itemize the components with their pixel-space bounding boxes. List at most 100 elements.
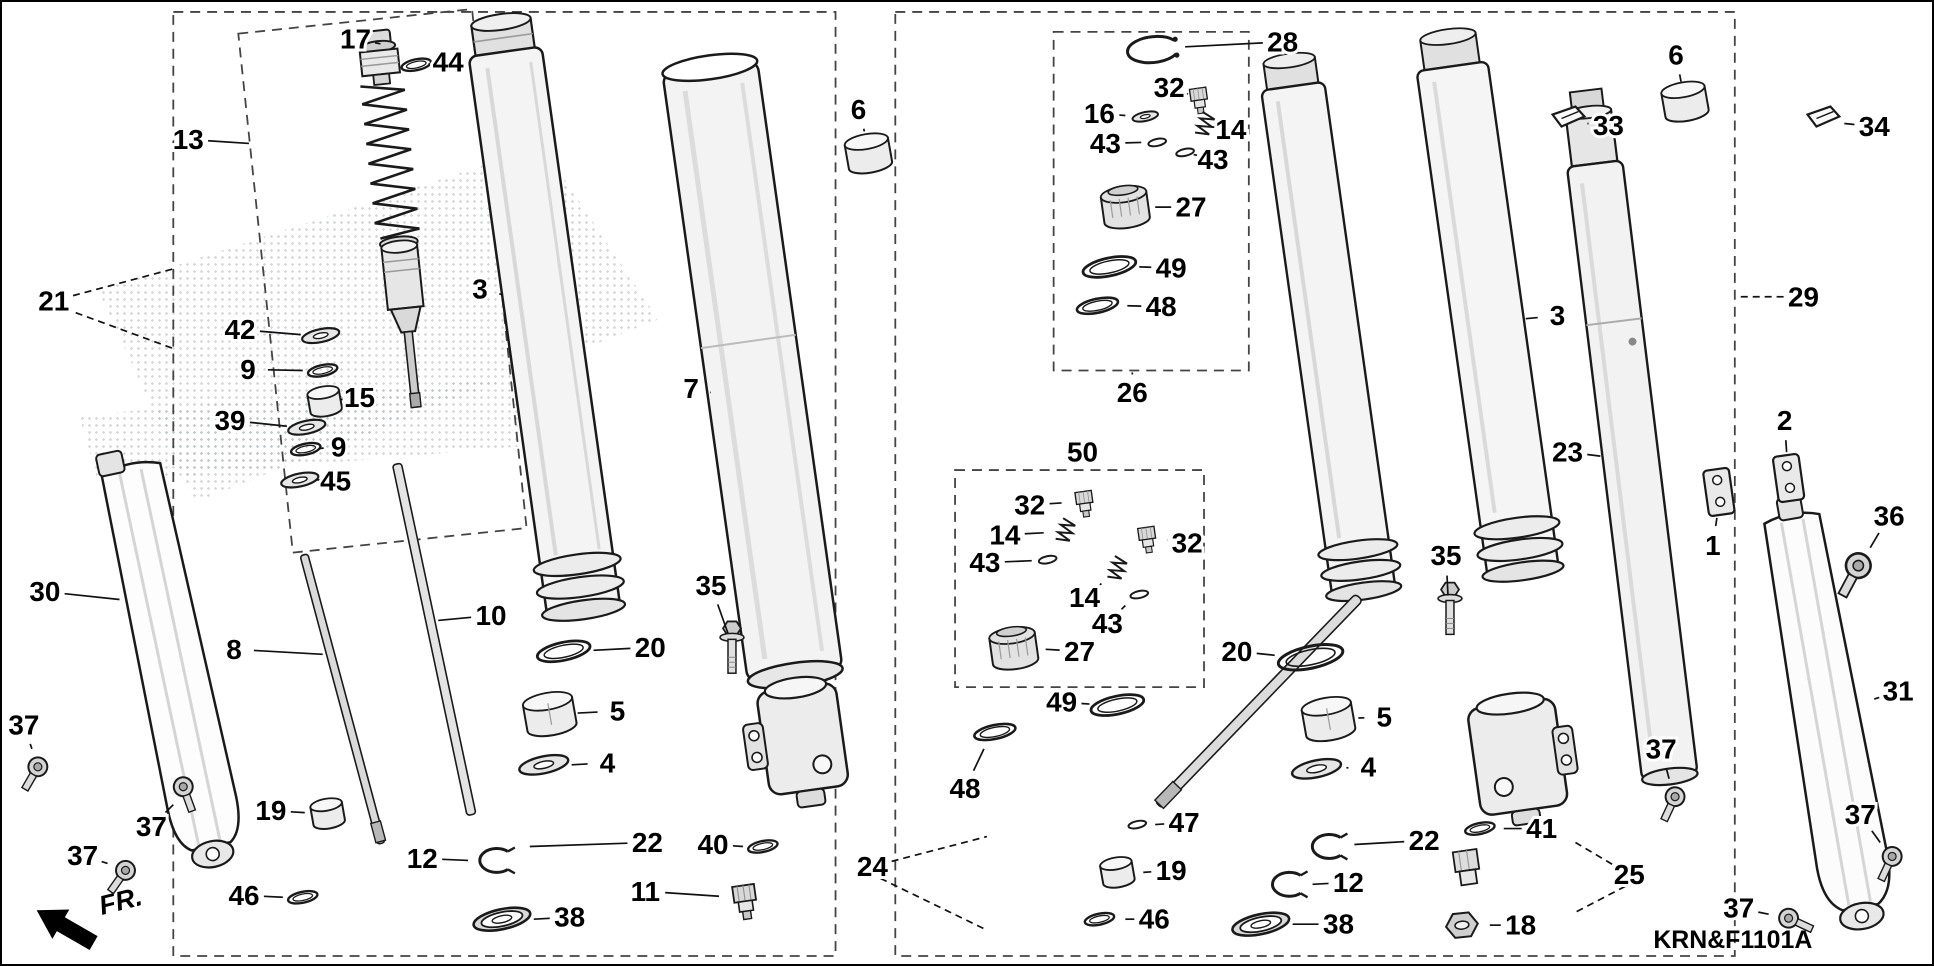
callout-22[interactable]: 22 xyxy=(629,824,666,861)
callout-38[interactable]: 38 xyxy=(1320,906,1357,943)
callout-13[interactable]: 13 xyxy=(170,121,207,158)
callout-5[interactable]: 5 xyxy=(1374,699,1395,736)
callout-35[interactable]: 35 xyxy=(693,567,730,604)
part-oring_t xyxy=(1129,589,1150,600)
callout-16[interactable]: 16 xyxy=(1081,95,1118,132)
callout-3[interactable]: 3 xyxy=(1547,297,1568,334)
callout-40[interactable]: 40 xyxy=(695,826,732,863)
callout-47[interactable]: 47 xyxy=(1166,804,1203,841)
callout-31[interactable]: 31 xyxy=(1880,673,1917,710)
callout-14[interactable]: 14 xyxy=(986,516,1023,553)
callout-10[interactable]: 10 xyxy=(472,597,509,634)
leader-line xyxy=(438,616,472,622)
callout-50[interactable]: 50 xyxy=(1064,434,1101,471)
callout-24[interactable]: 24 xyxy=(854,848,891,885)
callout-43[interactable]: 43 xyxy=(1194,141,1231,178)
callout-22[interactable]: 22 xyxy=(1406,822,1443,859)
callout-4[interactable]: 4 xyxy=(1358,748,1380,785)
callout-17[interactable]: 17 xyxy=(337,20,374,57)
callout-33[interactable]: 33 xyxy=(1590,107,1627,144)
callout-28[interactable]: 28 xyxy=(1264,23,1301,60)
callout-46[interactable]: 46 xyxy=(1136,901,1173,938)
callout-9[interactable]: 9 xyxy=(328,429,349,466)
callout-44[interactable]: 44 xyxy=(430,43,467,80)
callout-9[interactable]: 9 xyxy=(237,351,258,388)
callout-42[interactable]: 42 xyxy=(222,311,259,348)
callout-20[interactable]: 20 xyxy=(1218,633,1255,670)
callout-45[interactable]: 45 xyxy=(317,463,354,500)
callout-20[interactable]: 20 xyxy=(632,629,669,666)
callout-6[interactable]: 6 xyxy=(848,91,869,128)
leader-line xyxy=(1587,453,1601,457)
callout-29[interactable]: 29 xyxy=(1785,278,1822,315)
leader-line xyxy=(1193,153,1198,157)
callout-49[interactable]: 49 xyxy=(1153,249,1190,286)
callout-30[interactable]: 30 xyxy=(26,573,63,610)
callout-8[interactable]: 8 xyxy=(223,631,244,668)
callout-34[interactable]: 34 xyxy=(1856,108,1893,145)
leader-line xyxy=(101,860,108,865)
callout-4[interactable]: 4 xyxy=(597,744,619,781)
callout-46[interactable]: 46 xyxy=(226,877,263,914)
callout-25[interactable]: 25 xyxy=(1611,856,1648,893)
leader-line xyxy=(374,41,381,45)
leader-line xyxy=(267,368,303,372)
callout-32[interactable]: 32 xyxy=(1151,69,1188,106)
callout-41[interactable]: 41 xyxy=(1523,810,1560,847)
callout-48[interactable]: 48 xyxy=(947,770,984,807)
callout-2[interactable]: 2 xyxy=(1774,402,1795,439)
callout-37[interactable]: 37 xyxy=(1720,890,1757,927)
callout-27[interactable]: 27 xyxy=(1173,189,1210,226)
callout-23[interactable]: 23 xyxy=(1549,434,1586,471)
callout-19[interactable]: 19 xyxy=(252,792,289,829)
callout-37[interactable]: 37 xyxy=(64,837,101,874)
callout-11[interactable]: 11 xyxy=(628,873,663,910)
part-oring_t xyxy=(1037,554,1058,565)
leader-line xyxy=(1143,870,1152,874)
callout-32[interactable]: 32 xyxy=(1169,524,1206,561)
callout-37[interactable]: 37 xyxy=(5,707,42,744)
callout-32[interactable]: 32 xyxy=(1011,486,1048,523)
callout-7[interactable]: 7 xyxy=(680,370,701,407)
callout-39[interactable]: 39 xyxy=(212,402,249,439)
callout-43[interactable]: 43 xyxy=(1087,125,1124,162)
callout-26[interactable]: 26 xyxy=(1114,374,1151,411)
leader-line xyxy=(1004,559,1032,563)
callout-1[interactable]: 1 xyxy=(1702,527,1723,564)
callout-5[interactable]: 5 xyxy=(607,693,628,730)
part-oring_s xyxy=(400,57,433,73)
callout-35[interactable]: 35 xyxy=(1428,537,1465,574)
callout-43[interactable]: 43 xyxy=(966,544,1003,581)
part-adjuster_s xyxy=(1188,86,1209,115)
leader-line xyxy=(1784,440,1788,453)
leader-line xyxy=(259,330,301,336)
part-oring_m xyxy=(1075,296,1120,316)
part-screw xyxy=(172,776,197,814)
callout-27[interactable]: 27 xyxy=(1061,633,1098,670)
callout-36[interactable]: 36 xyxy=(1871,497,1908,534)
leader-line xyxy=(290,810,305,814)
left-fork-protector xyxy=(95,449,240,869)
callout-3[interactable]: 3 xyxy=(469,270,490,307)
callout-12[interactable]: 12 xyxy=(404,840,441,877)
callout-37[interactable]: 37 xyxy=(1643,730,1680,767)
callout-6[interactable]: 6 xyxy=(1665,36,1686,73)
part-adjuster_s xyxy=(1074,489,1094,518)
callout-19[interactable]: 19 xyxy=(1153,852,1190,889)
callout-37[interactable]: 37 xyxy=(1842,796,1879,833)
callout-38[interactable]: 38 xyxy=(551,899,588,936)
callout-48[interactable]: 48 xyxy=(1143,288,1180,325)
callout-14[interactable]: 14 xyxy=(1066,579,1103,616)
callout-18[interactable]: 18 xyxy=(1502,907,1539,944)
callout-43[interactable]: 43 xyxy=(1089,605,1126,642)
callout-15[interactable]: 15 xyxy=(341,379,378,416)
callout-21[interactable]: 21 xyxy=(35,282,72,319)
callout-12[interactable]: 12 xyxy=(1330,864,1367,901)
callout-49[interactable]: 49 xyxy=(1043,684,1080,721)
part-bushing xyxy=(1300,695,1357,743)
leader-line xyxy=(1844,122,1855,126)
callout-14[interactable]: 14 xyxy=(1212,111,1249,148)
part-oring_l xyxy=(1081,255,1138,279)
callout-37[interactable]: 37 xyxy=(133,808,170,845)
